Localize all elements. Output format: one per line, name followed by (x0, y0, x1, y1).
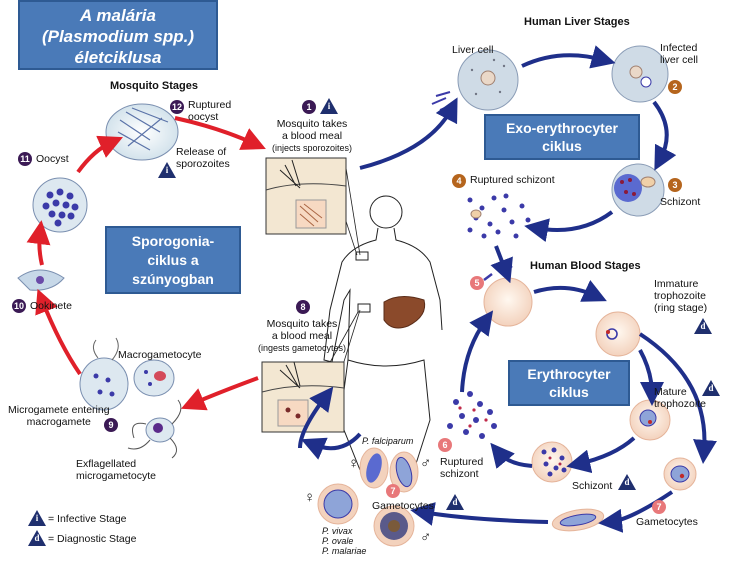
human-silhouette (323, 195, 443, 471)
infective-marker-1: i (320, 98, 338, 114)
exo-line-1: Exo-erythrocyter (505, 120, 619, 136)
p-ovale-label: P. ovale (322, 536, 354, 546)
exo-erythrocyter-box: Exo-erythrocyter ciklus (484, 114, 640, 160)
p-vivax-label: P. vivax (322, 526, 353, 536)
female-symbol-top: ♀ (348, 455, 360, 472)
skin-panel-top (265, 157, 347, 235)
exflagellated-microgametocyte (127, 399, 182, 459)
macrogametocyte-label: Macrogametocyte (118, 349, 202, 361)
skin-square-top (355, 251, 369, 261)
step-2-badge: 2 (668, 80, 682, 94)
step-5-badge: 5 (470, 276, 484, 290)
skin-square-bottom (357, 303, 371, 313)
mosquito-cycle-arrows (26, 116, 266, 411)
schizont-blood-label: Schizont (572, 480, 613, 492)
exo-line-2: ciklus (542, 138, 582, 154)
ookinete-label: Ookinete (30, 300, 73, 312)
liver-cell-label: Liver cell (452, 44, 494, 56)
gametocyte-cell-right (663, 457, 697, 491)
title-line-2: (Plasmodium spp.) (41, 27, 195, 46)
rbc-5 (483, 277, 533, 327)
sporozoites (431, 91, 455, 111)
liver-organ (383, 296, 426, 329)
ery-line-1: Erythrocyter (527, 366, 611, 382)
legend-infective-label: = Infective Stage (48, 513, 127, 525)
liver-stages-heading: Human Liver Stages (524, 16, 630, 28)
step-12-badge: 12 (170, 100, 184, 114)
sporogonia-box: Sporogonia- ciklus a szúnyogban (105, 226, 241, 294)
liver-cell (457, 49, 519, 111)
schizont-liver-cell (611, 163, 665, 217)
ruptured-schizont-blood (447, 391, 497, 439)
sporo-line-1: Sporogonia- (131, 233, 215, 249)
gametocytes-falciparum (359, 447, 419, 493)
female-symbol-bottom: ♀ (304, 489, 316, 506)
ery-line-2: ciklus (549, 384, 589, 400)
ruptured-oocyst-cell (105, 103, 179, 161)
step-11-badge: 11 (18, 152, 32, 166)
schizont-blood-cell (531, 441, 573, 483)
title-line-3: életciklusa (74, 48, 162, 67)
p-malariae-label: P. malariae (322, 546, 367, 556)
title-line-1: A malária (80, 6, 156, 25)
diagnostic-marker-gametocytes: d (446, 494, 464, 510)
diagnostic-marker-schizont: d (618, 474, 636, 490)
immature-trophozoite-cell (595, 311, 641, 357)
oocyst-cell (32, 177, 88, 233)
legend-diagnostic-label: = Diagnostic Stage (48, 533, 137, 545)
human-cycle-arrows (298, 45, 717, 533)
skin-panel-bottom (261, 361, 345, 433)
sporo-line-3: szúnyogban (132, 271, 214, 287)
title-box: A malária (Plasmodium spp.) életciklusa (18, 0, 218, 70)
step-7-badge-right: 7 (652, 500, 666, 514)
infected-liver-cell (611, 45, 669, 103)
mature-trophozoite-cell (629, 399, 671, 441)
schizont-liver-label: Schizont (660, 196, 701, 208)
gametocyte-elongated-bottom (551, 508, 605, 532)
legend-diagnostic-marker: d (28, 530, 46, 546)
male-symbol-top: ♂ (420, 455, 432, 472)
step-6-badge: 6 (438, 438, 452, 452)
legend-infective-marker: i (28, 510, 46, 526)
blood-stages-heading: Human Blood Stages (530, 260, 641, 272)
step-4-badge: 4 (452, 174, 466, 188)
diagnostic-marker-immature: d (694, 318, 712, 334)
step-9-badge: 9 (104, 418, 118, 432)
ruptured-schizont-liver (467, 193, 531, 239)
erythrocyter-box: Erythrocyter ciklus (508, 360, 630, 406)
sporo-line-2: ciklus a (147, 252, 199, 268)
gametocytes-left-label: Gametocytes (372, 500, 434, 512)
male-symbol-bottom: ♂ (420, 529, 432, 546)
step-7-badge-left: 7 (386, 484, 400, 498)
step-8-badge: 8 (296, 300, 310, 314)
step-1-badge: 1 (302, 100, 316, 114)
gametocytes-vivax (317, 483, 415, 547)
mosquito-stages-heading: Mosquito Stages (110, 80, 199, 92)
infective-marker-12: i (158, 162, 176, 178)
oocyst-label: Oocyst (36, 153, 69, 165)
step-3-badge: 3 (668, 178, 682, 192)
diagnostic-marker-mature: d (702, 380, 720, 396)
gametocytes-right-label: Gametocytes (636, 516, 698, 528)
macrogametocyte-cells (79, 337, 175, 411)
ruptured-schizont-liver-label: Ruptured schizont (470, 174, 555, 186)
p-falciparum-label: P. falciparum (362, 436, 414, 446)
ookinete-cell (17, 269, 65, 291)
step-10-badge: 10 (12, 299, 26, 313)
